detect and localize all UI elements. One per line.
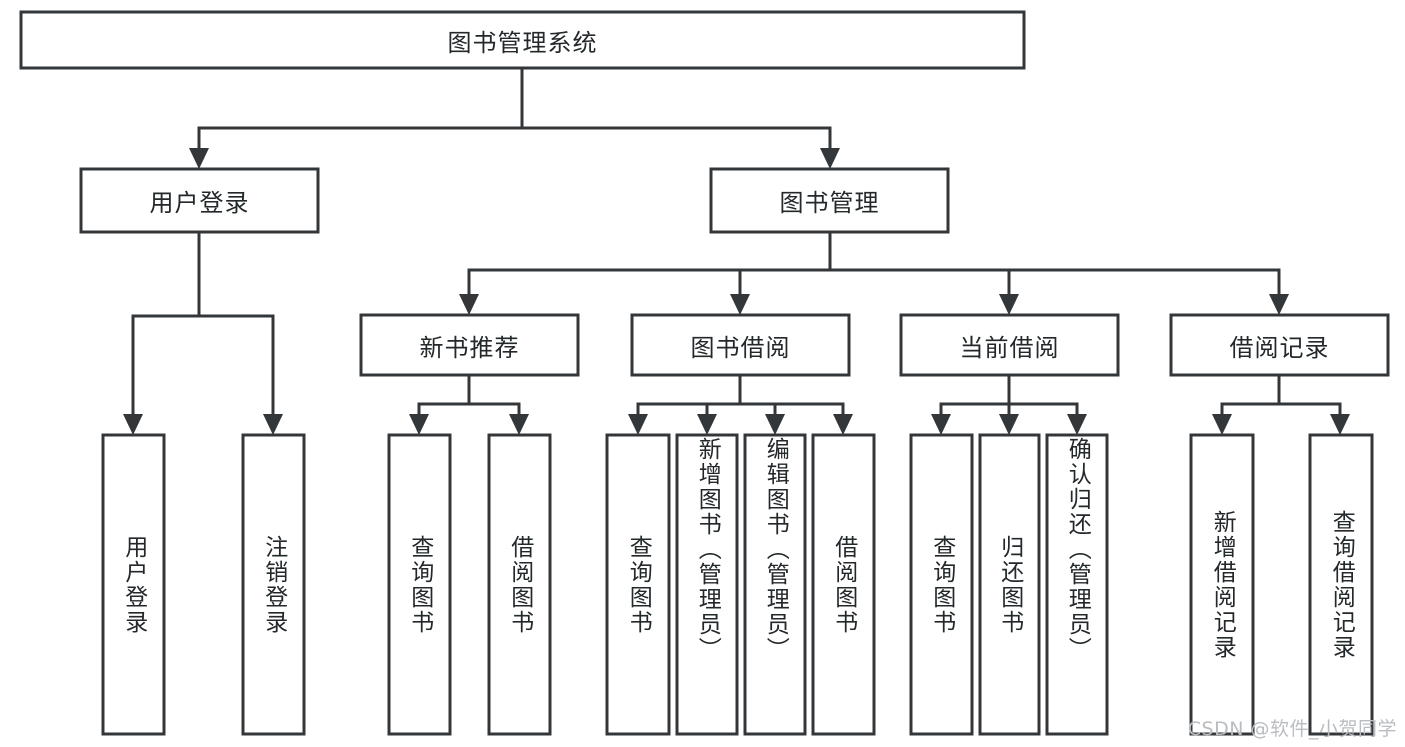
node-box-leaf-edit-book[interactable] [743,433,807,736]
node-box-leaf-return-book[interactable] [978,433,1041,736]
node-box-leaf-logout[interactable] [241,433,306,736]
arrowhead-leaf-query-book-2 [628,414,648,435]
arrowhead-new-book-rec [459,294,479,315]
node-box-book-manage[interactable] [709,167,950,234]
node-box-leaf-query-record[interactable] [1308,433,1374,736]
node-box-root[interactable] [19,10,1026,70]
node-box-current-borrow[interactable] [899,313,1120,377]
node-box-new-book-rec[interactable] [359,313,580,377]
node-box-leaf-query-book-3[interactable] [909,433,974,736]
arrowhead-leaf-user-login [123,414,143,435]
node-box-leaf-confirm-return[interactable] [1045,433,1109,736]
csdn-watermark: CSDN @软件_小贺同学 [1187,718,1397,740]
node-box-user-login[interactable] [79,167,320,234]
connectors-new-book-rec-to-leaves [409,373,529,435]
arrowhead-leaf-query-book-1 [409,414,429,435]
node-box-leaf-add-record[interactable] [1189,433,1255,736]
connectors-book-borrow-to-leaves [628,373,853,435]
arrowhead-leaf-return-book [999,414,1019,435]
arrowhead-book-manage [820,148,840,169]
connectors-root-to-level2 [189,66,840,169]
arrowhead-borrow-record [1269,294,1289,315]
node-box-leaf-user-login[interactable] [101,433,166,736]
node-box-book-borrow[interactable] [630,313,851,377]
arrowhead-current-borrow [999,294,1019,315]
arrowhead-leaf-logout [263,414,283,435]
arrowhead-leaf-confirm-return [1067,414,1087,435]
node-box-leaf-borrow-book-2[interactable] [811,433,876,736]
node-box-leaf-borrow-book-1[interactable] [487,433,552,736]
connectors-borrow-record-to-leaves [1212,373,1350,435]
arrowhead-leaf-query-record [1330,414,1350,435]
node-box-borrow-record[interactable] [1169,313,1390,377]
arrowhead-leaf-add-record [1212,414,1232,435]
node-box-leaf-query-book-1[interactable] [387,433,452,736]
arrowhead-leaf-query-book-3 [931,414,951,435]
arrowhead-leaf-borrow-book-1 [509,414,529,435]
arrowhead-leaf-add-book [697,414,717,435]
connectors-current-borrow-to-leaves [931,373,1087,435]
arrowhead-leaf-borrow-book-2 [833,414,853,435]
connectors-user-login-to-leaves [123,230,283,435]
node-box-leaf-add-book[interactable] [675,433,739,736]
node-box-leaf-query-book-2[interactable] [605,433,671,736]
arrowhead-user-login [189,148,209,169]
connectors-book-manage-to-level3 [459,230,1289,315]
arrowhead-book-borrow [730,294,750,315]
arrowhead-leaf-edit-book [765,414,785,435]
